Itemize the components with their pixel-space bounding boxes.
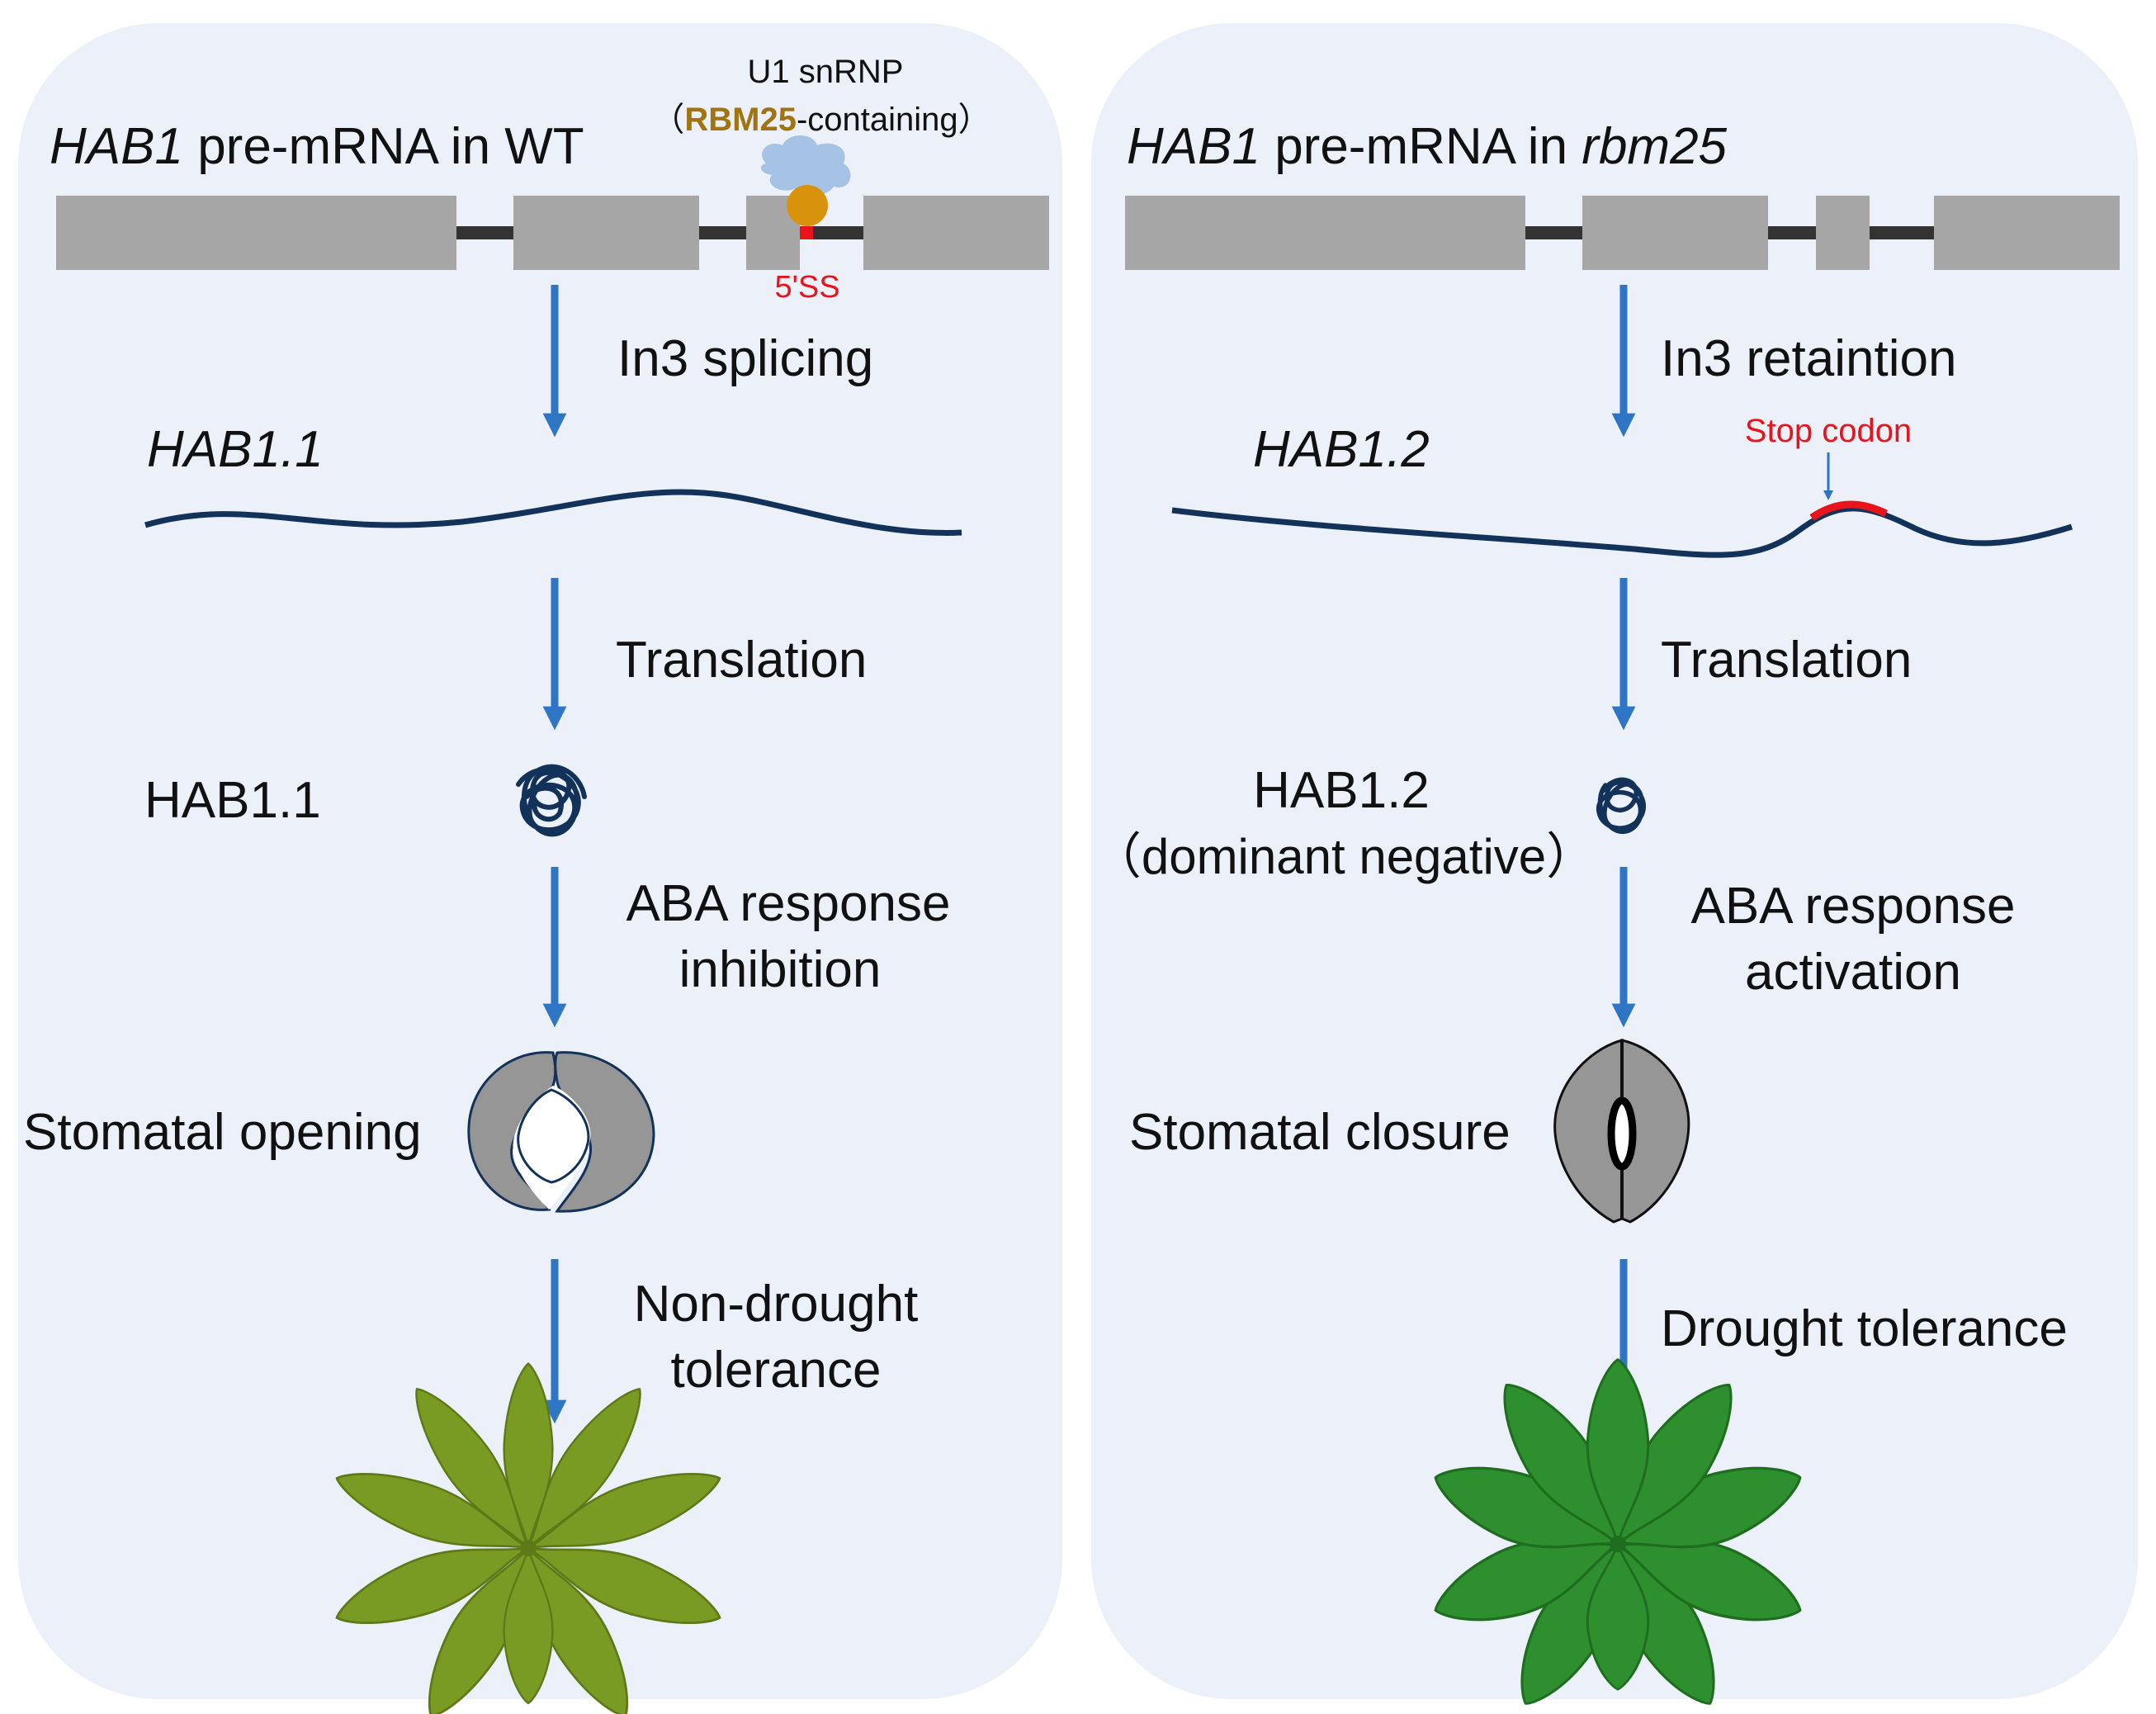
dominant-negative-label: （dominant negative） bbox=[1092, 829, 1596, 884]
mrna-hab1-2 bbox=[1171, 505, 2073, 558]
stop-codon-segment bbox=[1809, 500, 1888, 521]
step-translation: Translation bbox=[616, 632, 867, 689]
exon-1 bbox=[56, 196, 456, 270]
step-aba-inhibition-line2: inhibition bbox=[679, 941, 882, 998]
step-tolerance-line2: tolerance bbox=[670, 1342, 881, 1399]
wt-gene-model bbox=[56, 196, 1049, 270]
open-stomata-icon bbox=[467, 1051, 655, 1213]
exon-2 bbox=[1582, 196, 1768, 270]
wt-panel-title: HAB1 pre-mRNA in WT bbox=[50, 118, 584, 175]
exon-1 bbox=[1125, 196, 1525, 270]
wt-panel-background bbox=[18, 23, 1062, 1699]
step-aba-response-line1: ABA response bbox=[1691, 878, 2016, 935]
exon-4 bbox=[863, 196, 1049, 270]
exon-2 bbox=[513, 196, 699, 270]
rbm25-gene-model bbox=[1125, 196, 2120, 270]
5ss-label: 5'SS bbox=[774, 270, 839, 305]
rbm25-panel-background bbox=[1091, 23, 2138, 1699]
protein-hab1-1-label: HAB1.1 bbox=[144, 772, 321, 829]
closed-stomata-icon bbox=[1553, 1039, 1690, 1224]
exon-3 bbox=[1816, 196, 1870, 270]
step-translation: Translation bbox=[1661, 632, 1912, 689]
protein-hab1-2-label: HAB1.2 bbox=[1253, 762, 1430, 819]
step-drought-tolerance: Drought tolerance bbox=[1661, 1300, 2068, 1357]
plant-icon-rbm25 bbox=[1422, 1358, 1813, 1714]
plant-icon-wt bbox=[326, 1362, 730, 1714]
rbm25-protein-icon bbox=[787, 185, 828, 226]
u1-snrnp-complex-icon bbox=[760, 135, 851, 239]
transcript-hab1-1-label: HAB1.1 bbox=[147, 421, 324, 478]
stomatal-closure-label: Stomatal closure bbox=[1129, 1104, 1511, 1161]
rbm25-label: （RBM25-containing） bbox=[651, 102, 991, 138]
u1-snrnp-blob bbox=[760, 135, 851, 196]
step-non-drought-line1: Non-drought bbox=[634, 1276, 919, 1333]
mrna-hab1-1 bbox=[144, 489, 962, 536]
folded-protein-icon bbox=[516, 764, 587, 837]
exon-4 bbox=[1934, 196, 2120, 270]
step-aba-response-line1: ABA response bbox=[626, 875, 951, 932]
u1-snrnp-label: U1 snRNP bbox=[748, 54, 904, 90]
wt-panel: HAB1 pre-mRNA in WT U1 snRNP （RBM25-cont… bbox=[18, 23, 1062, 1714]
stop-codon-label: Stop codon bbox=[1745, 413, 1912, 449]
step-in3-splicing: In3 splicing bbox=[617, 330, 873, 387]
rbm25-panel: HAB1 pre-mRNA in rbm25 In3 retaintion HA… bbox=[1091, 23, 2138, 1714]
step-in3-retention: In3 retaintion bbox=[1661, 330, 1956, 387]
stomatal-opening-label: Stomatal opening bbox=[23, 1104, 422, 1161]
folded-protein-icon bbox=[1596, 777, 1646, 834]
rbm25-panel-title: HAB1 pre-mRNA in rbm25 bbox=[1127, 118, 1728, 175]
transcript-hab1-2-label: HAB1.2 bbox=[1253, 421, 1430, 478]
5ss-marker bbox=[800, 226, 813, 239]
step-aba-activation-line2: activation bbox=[1745, 944, 1961, 1001]
